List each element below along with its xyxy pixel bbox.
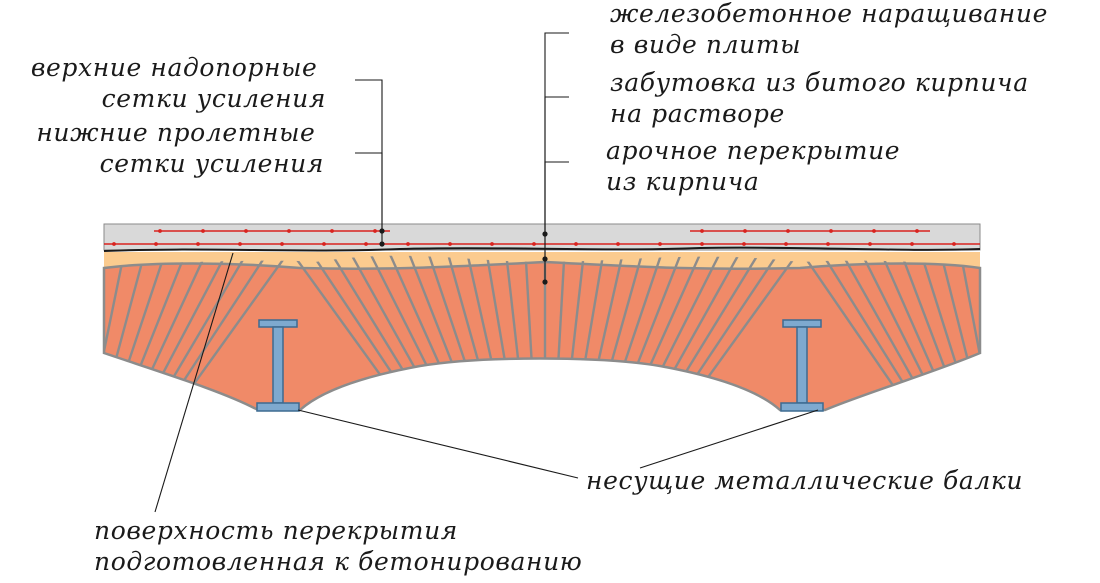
- pointer-dot: [379, 228, 385, 234]
- bottom-mesh-rod: [238, 242, 242, 246]
- brick-joint: [559, 255, 586, 410]
- brick-joint: [104, 255, 126, 410]
- top-mesh-rod: [700, 229, 704, 233]
- leader-bottom-mesh: [355, 152, 383, 244]
- bottom-mesh-rod: [448, 242, 452, 246]
- bottom-mesh-rod: [868, 242, 872, 246]
- label-brick-fill: забутовка из битого кирпича на растворе: [610, 68, 1037, 128]
- bottom-mesh-rod: [490, 242, 494, 246]
- bottom-mesh-rod: [532, 242, 536, 246]
- brick-joint: [104, 255, 147, 410]
- brick-joint: [878, 255, 967, 410]
- prepared-surface-line: [103, 246, 981, 252]
- beam-part: [780, 402, 824, 412]
- bottom-mesh-rod: [364, 242, 368, 246]
- steel-beam-right: [780, 319, 824, 412]
- brick-joint: [465, 255, 515, 410]
- leader-top-mesh: [355, 79, 383, 231]
- beam-part: [796, 326, 808, 404]
- top-mesh-rod: [201, 229, 205, 233]
- top-mesh-rod: [244, 229, 248, 233]
- brick-joint: [504, 255, 531, 410]
- brick-joint: [918, 255, 980, 410]
- leader-slab: [544, 32, 569, 234]
- floor-section: [102, 223, 982, 412]
- brick-joint: [614, 255, 704, 410]
- bottom-mesh-rod: [574, 242, 578, 246]
- brick-joint: [386, 255, 476, 410]
- leader-beams-left: [297, 409, 579, 479]
- labels: верхние надопорные сетки усиления нижние…: [31, 0, 1057, 576]
- beam-part: [782, 319, 822, 328]
- brick-joint: [406, 255, 487, 410]
- beam-part: [258, 319, 298, 328]
- brick-joint: [603, 255, 684, 410]
- bottom-mesh-rod: [280, 242, 284, 246]
- label-bottom-span-mesh: нижние пролетные сетки усиления: [36, 118, 324, 178]
- brick-joint: [104, 255, 168, 410]
- brick-joint: [104, 255, 106, 410]
- label-brick-vault: арочное перекрытие из кирпича: [606, 136, 909, 196]
- bottom-mesh-rod: [910, 242, 914, 246]
- brick-joint: [938, 255, 980, 410]
- brick-vault: [102, 255, 982, 412]
- brick-joint: [484, 255, 523, 410]
- pointer-dot: [379, 241, 385, 247]
- bottom-mesh-rod: [658, 242, 662, 246]
- beam-part: [256, 402, 300, 412]
- top-mesh-rod: [743, 229, 747, 233]
- top-mesh-rod: [872, 229, 876, 233]
- leader-lines: [154, 32, 819, 513]
- rebar-meshes: [104, 229, 980, 246]
- bottom-mesh-rod: [154, 242, 158, 246]
- bottom-mesh-rod: [112, 242, 116, 246]
- brick-joint: [575, 255, 625, 410]
- bottom-mesh-rod: [616, 242, 620, 246]
- top-mesh-rod: [330, 229, 334, 233]
- top-mesh-rod: [158, 229, 162, 233]
- bottom-mesh-rod: [406, 242, 410, 246]
- brick-joint: [107, 255, 188, 410]
- brick-joint: [584, 255, 645, 410]
- leader-surface: [154, 252, 234, 513]
- bottom-mesh-rod: [700, 242, 704, 246]
- brick-joint: [567, 255, 606, 410]
- brick-joint: [898, 255, 976, 410]
- brick-joint: [594, 255, 664, 410]
- leader-beams-right: [639, 409, 819, 469]
- label-top-support-mesh: верхние надопорные сетки усиления: [31, 53, 326, 113]
- brick-joint: [524, 255, 539, 410]
- top-mesh-rod: [786, 229, 790, 233]
- top-mesh-rod: [373, 229, 377, 233]
- brick-joint: [978, 255, 980, 410]
- brick-joint: [426, 255, 496, 410]
- pointer-dot: [542, 231, 548, 237]
- bottom-mesh-rod: [196, 242, 200, 246]
- pointer-dot: [542, 256, 548, 262]
- pointer-dot: [542, 279, 548, 285]
- label-steel-beams: несущие металлические балки: [586, 466, 1023, 495]
- leader-vault: [544, 161, 569, 282]
- label-prepared-surface: поверхность перекрытия подготовленная к …: [94, 516, 582, 576]
- bottom-mesh-rod: [742, 242, 746, 246]
- label-concrete-slab: железобетонное наращивание в виде плиты: [610, 0, 1057, 59]
- beam-part: [272, 326, 284, 404]
- top-mesh-rod: [287, 229, 291, 233]
- bottom-mesh-rod: [784, 242, 788, 246]
- arch-body: [102, 260, 982, 412]
- bottom-mesh-rod: [322, 242, 326, 246]
- top-mesh-rod: [915, 229, 919, 233]
- concrete-slab: [103, 223, 981, 251]
- bottom-mesh-rod: [826, 242, 830, 246]
- top-mesh-rod: [829, 229, 833, 233]
- brick-joint: [551, 255, 566, 410]
- steel-beam-left: [256, 319, 300, 412]
- brick-joint: [445, 255, 506, 410]
- bottom-mesh-rod: [952, 242, 956, 246]
